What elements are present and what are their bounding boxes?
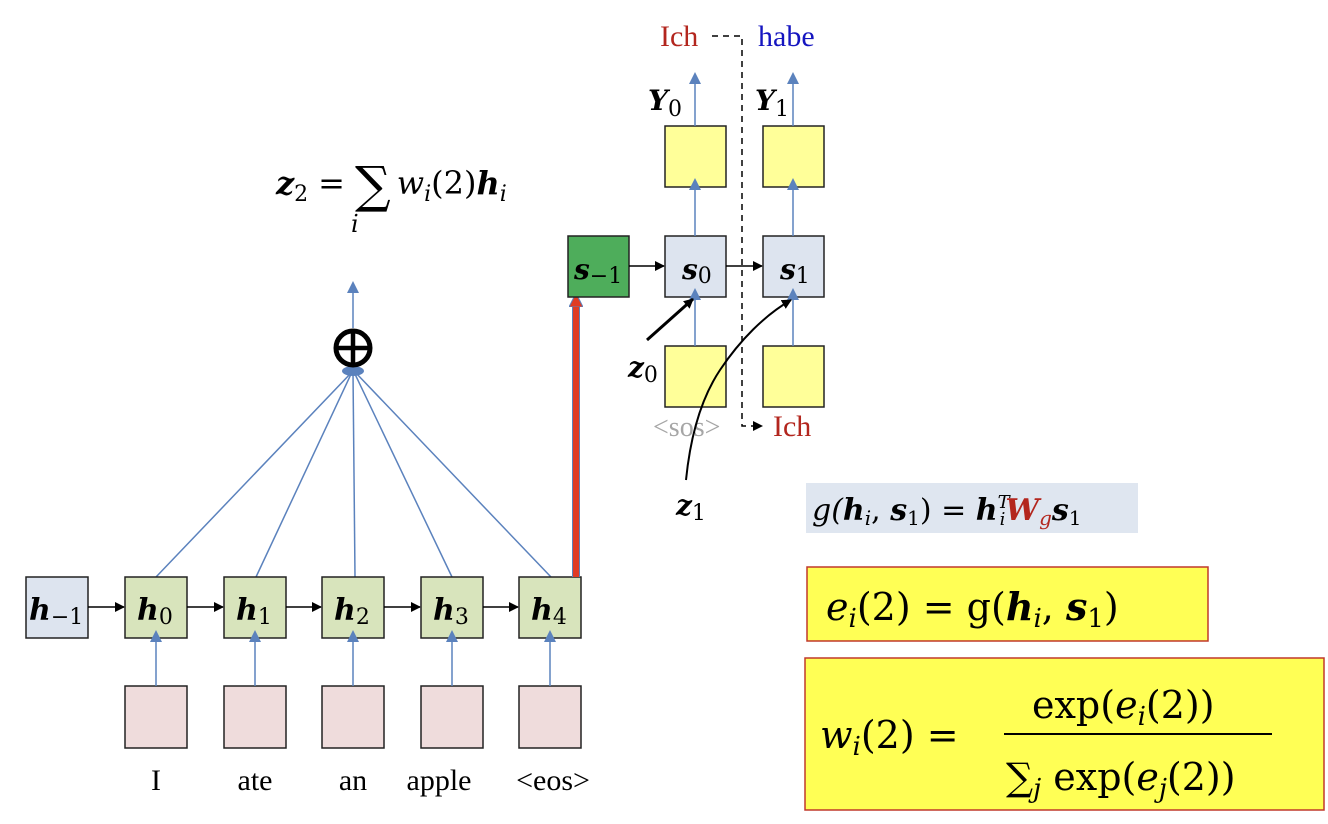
svg-text:s−1: s−1 <box>573 253 622 289</box>
softmax-formula: wi(2) = exp(ei(2)) ∑j exp(ej(2)) <box>804 657 1325 811</box>
decoder-output-box-1 <box>762 125 825 188</box>
w-symbol: w <box>397 164 424 202</box>
svg-text:h2: h2 <box>334 593 370 630</box>
h-subscript: −1 <box>51 605 83 630</box>
z-subscript: 2 <box>294 182 308 207</box>
context-formula: z2=∑wi(2)hi <box>275 156 507 214</box>
svg-text:h1: h1 <box>236 593 272 630</box>
h-subscript: 3 <box>455 605 469 630</box>
h-subscript: 2 <box>356 605 370 630</box>
s-symbol: s <box>573 253 590 286</box>
sigma-symbol: ∑ <box>355 156 391 214</box>
input-embedding-2: an <box>321 630 385 797</box>
input-embedding-3: apple <box>407 630 484 797</box>
input-word: I <box>151 764 161 797</box>
svg-text:s1: s1 <box>779 253 810 289</box>
arrow-z0-to-s0 <box>646 297 694 342</box>
encoder-initial-state: h−1 <box>25 576 89 639</box>
encoder-state-h4: h4 <box>518 576 582 639</box>
encoder-state-h3: h3 <box>420 576 484 639</box>
svg-text:h4: h4 <box>531 593 567 630</box>
attention-line-h4 <box>354 371 552 578</box>
svg-text:∑j exp(ej(2)): ∑j exp(ej(2)) <box>1006 755 1236 804</box>
output-label-Y0: Y0 <box>648 84 682 122</box>
input-word: apple <box>407 764 472 797</box>
svg-text:ei(2) = g(hi, s1): ei(2) = g(hi, s1) <box>826 584 1119 634</box>
h-subscript: 0 <box>159 605 173 630</box>
h-subscript: i <box>500 182 507 207</box>
svg-text:h3: h3 <box>433 593 469 630</box>
equals-sign: = <box>318 164 345 202</box>
decoder-state-s1: s1 <box>762 235 825 298</box>
decoder-output-box-0 <box>664 125 727 188</box>
s-subscript: 1 <box>796 264 810 289</box>
encoder-state-h0: h0 <box>124 576 188 639</box>
svg-text:wi(2) =: wi(2) = <box>820 713 959 762</box>
h-symbol: h <box>236 593 258 628</box>
output-word-habe: habe <box>758 20 815 53</box>
attention-line-h2 <box>352 371 356 578</box>
input-word: <eos> <box>516 764 590 797</box>
attention-lines <box>155 366 552 578</box>
output-word-ich: Ich <box>660 20 698 53</box>
h-symbol: h <box>531 593 553 628</box>
arrow-z1-to-s1 <box>685 299 792 481</box>
decoder-input-ich: Ich <box>773 410 811 443</box>
encoder-state-h2: h2 <box>321 576 385 639</box>
input-embedding-0: I <box>124 630 188 797</box>
h-subscript: 1 <box>258 605 272 630</box>
decoder-input-box-1 <box>762 345 825 408</box>
h-subscript: 4 <box>553 605 567 630</box>
svg-text:h0: h0 <box>137 593 173 630</box>
s-symbol: s <box>681 253 698 286</box>
w-argument: (2) <box>431 164 476 202</box>
h-symbol: h <box>476 164 499 202</box>
s-symbol: s <box>779 253 796 286</box>
sigma-index: i <box>351 210 359 238</box>
decoder-input-box-0 <box>664 345 727 408</box>
input-embedding-1: ate <box>223 630 287 797</box>
h-symbol: h <box>433 593 455 628</box>
output-label-Y1: Y1 <box>755 84 789 122</box>
svg-text:exp(ei(2)): exp(ei(2)) <box>1032 683 1215 732</box>
s-subscript: 0 <box>698 264 712 289</box>
h-symbol: h <box>334 593 356 628</box>
attention-line-h1 <box>255 371 353 578</box>
decoder-state-s0: s0 <box>664 235 727 298</box>
input-word: an <box>339 764 367 797</box>
attention-line-h3 <box>353 371 453 578</box>
s-subscript: −1 <box>590 264 622 289</box>
svg-text:s0: s0 <box>681 253 712 289</box>
h-symbol: h <box>137 593 159 628</box>
sum-arrowhead <box>342 366 364 376</box>
input-embedding-4: <eos> <box>516 630 590 797</box>
z-symbol: z <box>275 164 295 202</box>
energy-formula: ei(2) = g(hi, s1) <box>806 566 1209 642</box>
context-label-z0: z0 <box>627 351 658 388</box>
sum-node <box>333 281 373 368</box>
feedback-dashed-line <box>712 35 763 431</box>
w-subscript: i <box>424 182 431 207</box>
input-word: ate <box>238 764 273 797</box>
context-label-z1: z1 <box>675 489 706 526</box>
decoder-initial-state: s−1 <box>567 235 630 298</box>
encoder-state-h1: h1 <box>223 576 287 639</box>
decoder-input-sos: <sos> <box>653 412 720 443</box>
svg-text:h−1: h−1 <box>29 593 83 630</box>
attention-line-h0 <box>155 371 353 578</box>
h-symbol: h <box>29 593 51 628</box>
